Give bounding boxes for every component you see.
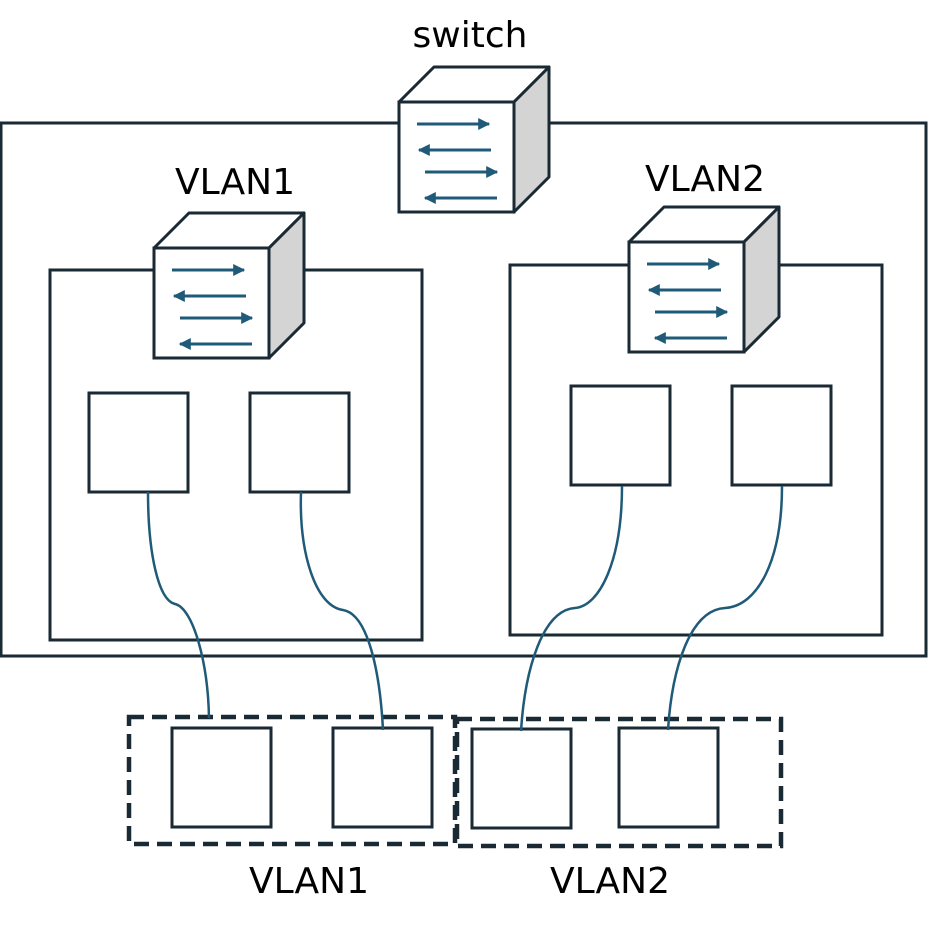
device-box	[331, 726, 434, 829]
switch-port	[87, 391, 190, 494]
device-box	[617, 726, 720, 829]
switch-port	[569, 384, 672, 487]
switch-port	[730, 384, 833, 487]
vlan1-top-label: VLAN1	[175, 162, 295, 203]
network-switch-icon	[629, 207, 779, 352]
switch-port	[248, 391, 351, 494]
device-box	[470, 727, 573, 830]
vlan2-group-outline	[454, 716, 784, 849]
vlan1-group-outline	[126, 714, 458, 847]
switch-label: switch	[413, 15, 528, 56]
vlan1-bottom-label: VLAN1	[249, 861, 369, 902]
cable	[666, 485, 784, 731]
network-switch-icon	[399, 67, 549, 212]
cable	[519, 485, 624, 732]
cable	[146, 491, 211, 719]
device-box	[170, 726, 273, 829]
network-switch-icon	[154, 213, 304, 358]
vlan2-top-label: VLAN2	[645, 159, 765, 200]
cable	[299, 491, 385, 731]
vlan2-bottom-label: VLAN2	[550, 861, 670, 902]
